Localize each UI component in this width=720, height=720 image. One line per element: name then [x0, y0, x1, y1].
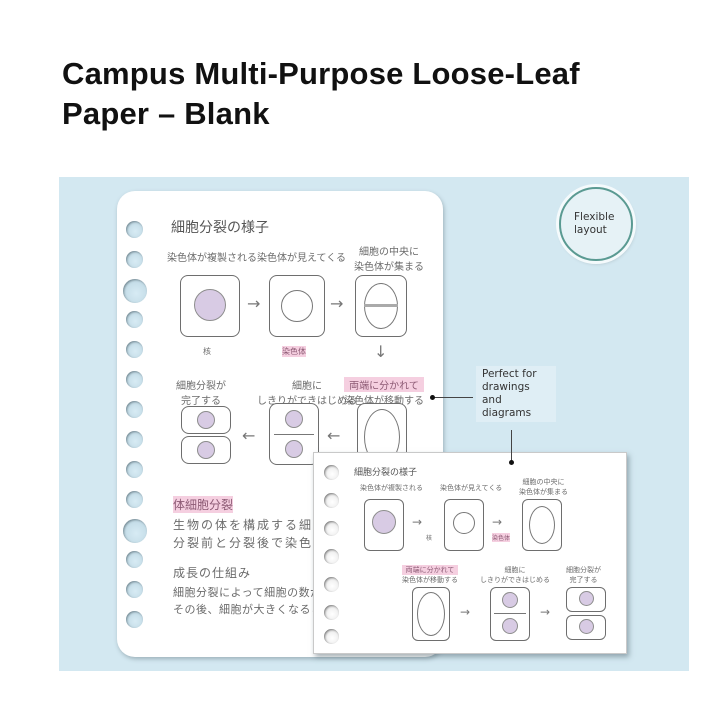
cell-diagram [269, 403, 319, 465]
loose-leaf-sheet-small: 細胞分裂の様子 染色体が複製される 染色体が見えてくる 細胞の中央に 染色体が集… [313, 452, 627, 654]
binder-hole [126, 311, 143, 328]
binder-hole [324, 629, 339, 644]
binder-hole [126, 611, 143, 628]
section-heading: 成長の仕組み [173, 566, 252, 580]
binder-hole [324, 549, 339, 564]
step-label: 両端に分かれて 染色体が移動する [344, 377, 424, 407]
nucleus [194, 289, 226, 321]
chromosome-circle [453, 512, 475, 534]
section-heading: 体細胞分裂 [173, 496, 234, 513]
binder-hole [126, 551, 143, 568]
cell-diagram [181, 406, 231, 434]
nucleus [285, 410, 303, 428]
cell-diagram [180, 275, 240, 337]
chromosomes-line [364, 304, 398, 307]
arrow-right-icon: → [540, 605, 551, 619]
title-line-2: Paper – Blank [62, 96, 270, 131]
callout-leader-line [433, 397, 473, 398]
arrow-left-icon: ← [242, 426, 256, 445]
cell-diagram [490, 587, 530, 641]
cell-diagram [566, 587, 606, 612]
callout-dot [509, 460, 514, 465]
step-label: 細胞に しきりができはじめる [480, 566, 550, 584]
body-text: 細胞分裂によって細胞の数が [173, 586, 322, 599]
cell-diagram [364, 499, 404, 551]
binder-hole [126, 251, 143, 268]
chromosome-label: 染色体 [282, 346, 306, 357]
cell-diagram [444, 499, 484, 551]
binder-hole [324, 605, 339, 620]
step-label: 染色体が見えてくる [257, 253, 346, 264]
spindle [529, 506, 555, 544]
body-text: 分裂前と分裂後で染色体 [173, 536, 328, 550]
nucleus [197, 411, 215, 429]
step-label: 染色体が複製される [167, 253, 257, 264]
arrow-left-icon: ← [327, 426, 341, 445]
callout-dot [430, 395, 435, 400]
binder-hole [324, 577, 339, 592]
body-text: その後、細胞が大きくなること [173, 603, 334, 616]
nucleus-label: 核 [203, 347, 211, 356]
nucleus [579, 619, 594, 634]
note-heading: 細胞分裂の様子 [354, 468, 418, 478]
nucleus [197, 441, 215, 459]
partition-line [274, 434, 314, 436]
nucleus [502, 618, 518, 634]
cell-diagram [355, 275, 407, 337]
step-label: 細胞分裂が 完了する [566, 566, 601, 584]
binder-hole [126, 431, 143, 448]
nucleus [285, 440, 303, 458]
callout-leader-line [511, 430, 512, 462]
step-label: 細胞の中央に 染色体が集まる [519, 478, 568, 496]
partition-line [494, 613, 526, 614]
page-title: Campus Multi-Purpose Loose-Leaf Paper – … [62, 54, 682, 134]
arrow-right-icon: → [330, 294, 344, 313]
cell-diagram [412, 587, 450, 641]
arrow-down-icon: ↓ [374, 342, 388, 361]
arrow-right-icon: → [412, 515, 423, 529]
nucleus [372, 510, 396, 534]
cell-diagram [566, 615, 606, 640]
binder-hole [126, 401, 143, 418]
binder-hole [123, 279, 147, 303]
step-label: 細胞分裂が 完了する [176, 381, 226, 407]
step-label: 両端に分かれて 染色体が移動する [402, 565, 458, 584]
binder-hole [324, 521, 339, 536]
drawings-callout: Perfect for drawings and diagrams [476, 366, 556, 422]
note-heading: 細胞分裂の様子 [171, 220, 269, 236]
binder-hole [126, 221, 143, 238]
step-label: 染色体が見えてくる [440, 484, 503, 492]
binder-hole [126, 341, 143, 358]
spindle [417, 592, 445, 636]
arrow-right-icon: → [492, 515, 503, 529]
binder-hole [123, 519, 147, 543]
cell-diagram [181, 436, 231, 464]
nucleus [502, 592, 518, 608]
chromosome-label: 染色体 [492, 533, 511, 542]
loose-leaf-sheet-large: 細胞分裂の様子 染色体が複製される 染色体が見えてくる 細胞の中央に 染色体が集… [117, 191, 443, 657]
body-text: 生物の体を構成する細胞の分 [173, 518, 356, 532]
cell-diagram [522, 499, 562, 551]
flexible-layout-badge [559, 187, 633, 261]
binder-hole [126, 461, 143, 478]
flexible-layout-text: Flexible layout [574, 211, 615, 236]
binder-hole [324, 465, 339, 480]
step-label: 細胞の中央に 染色体が集まる [354, 247, 424, 273]
nucleus-label: 核 [426, 535, 433, 542]
nucleus [579, 591, 594, 606]
binder-hole [126, 491, 143, 508]
step-label: 細胞に しきりができはじめる [257, 381, 357, 407]
arrow-right-icon: → [247, 294, 261, 313]
step-label: 染色体が複製される [360, 484, 423, 492]
chromosome-circle [281, 290, 313, 322]
title-line-1: Campus Multi-Purpose Loose-Leaf [62, 56, 580, 91]
binder-hole [126, 581, 143, 598]
binder-hole [324, 493, 339, 508]
binder-hole [126, 371, 143, 388]
cell-diagram [269, 275, 325, 337]
arrow-right-icon: → [460, 605, 471, 619]
